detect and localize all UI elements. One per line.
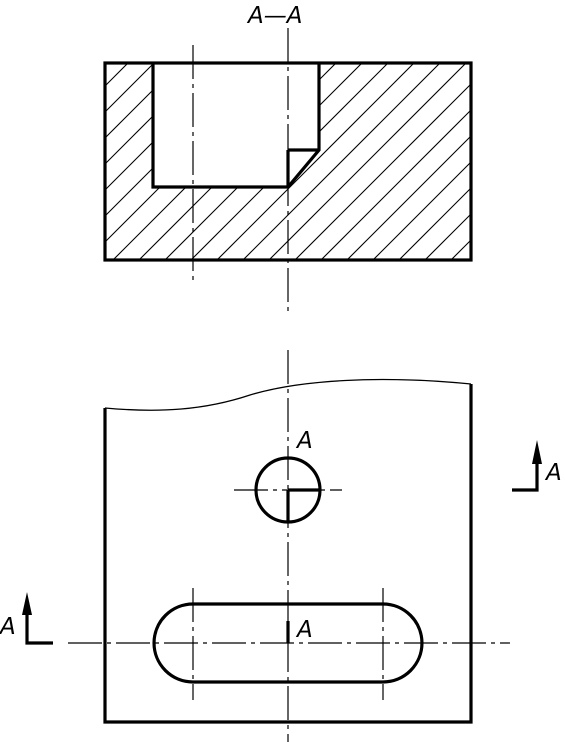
section-view: A—A <box>0 3 473 312</box>
hatch-line <box>112 63 311 260</box>
section-arrow-right: A <box>512 440 562 492</box>
hatch-line <box>424 63 471 260</box>
arrowhead-up-icon <box>22 592 32 615</box>
hatch-line <box>105 63 181 260</box>
right-arrow-label: A <box>544 460 562 486</box>
hatch-line <box>346 63 471 260</box>
hatch-line <box>268 63 467 260</box>
hatch-line <box>105 63 233 260</box>
hatch-line <box>372 63 471 260</box>
hatch-line <box>164 63 363 260</box>
hatch-line <box>242 63 441 260</box>
hatch-line <box>105 63 129 260</box>
hatch-line <box>450 63 471 260</box>
hatch-line <box>105 63 155 260</box>
left-arrow-label: A <box>0 614 16 640</box>
section-arrow-left: A <box>0 592 53 645</box>
hatch-line <box>138 63 337 260</box>
arrowhead-up-icon <box>532 440 542 464</box>
break-line <box>104 378 472 411</box>
hatch-line <box>105 63 285 260</box>
slot-outline <box>152 602 424 684</box>
hatch-line <box>398 63 471 260</box>
slot-label: A <box>295 617 313 643</box>
hole-label: A <box>295 428 313 454</box>
counterbore-cavity-outline <box>151 63 321 189</box>
plan-outline <box>103 384 473 724</box>
hatch-line <box>105 63 207 260</box>
hatch-line <box>0 63 102 260</box>
hatch-line <box>216 63 415 260</box>
plan-view: A A A A <box>0 350 562 742</box>
section-title: A—A <box>246 3 302 29</box>
hatch-line <box>105 63 259 260</box>
hatch-line <box>320 63 471 260</box>
hatch-line <box>294 63 471 260</box>
section-hatching <box>0 63 471 260</box>
